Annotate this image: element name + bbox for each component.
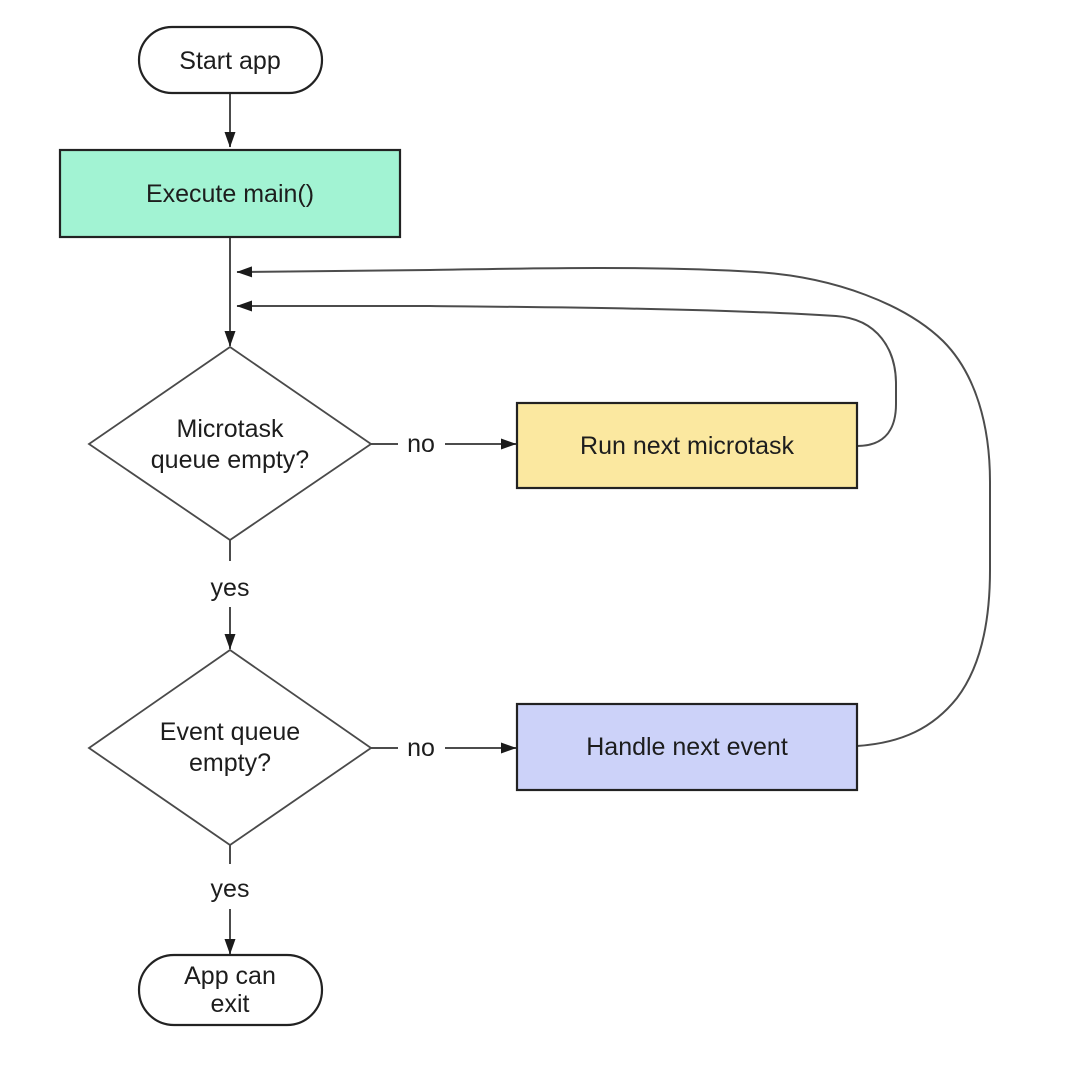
event-decision-diamond-shape [87,648,373,847]
execute-main-process-shape [58,148,402,239]
run-microtask-process-shape [515,401,859,490]
event-decision-label-line1: Event queue [160,718,300,746]
handle-event-label: Handle next event [586,733,788,761]
execute-main-label: Execute main() [146,180,314,208]
edge-event-loop-back [236,266,991,747]
node-start: Start app [137,25,324,95]
node-run-microtask: Run next microtask [515,401,859,490]
edge-label-yes-event: yes [211,875,250,903]
microtask-decision-diamond-shape [87,345,373,542]
edge-label-layer: no yes no yes [211,430,435,903]
edge-label-no-event: no [407,734,435,762]
node-app-exit: App can exit [137,953,324,1027]
app-exit-label-line1: App can [184,962,276,990]
edge-microtask-loop-back [236,300,897,447]
start-terminator-shape [137,25,324,95]
node-handle-event: Handle next event [515,702,859,792]
run-microtask-label: Run next microtask [580,432,794,460]
event-decision-label-line2: empty? [189,749,271,777]
node-event-decision: Event queue empty? [87,648,373,847]
app-exit-label-line2: exit [211,990,250,1018]
microtask-decision-label-line2: queue empty? [151,446,309,474]
node-execute-main: Execute main() [58,148,402,239]
edge-label-no-microtask: no [407,430,435,458]
edge-label-yes-microtask: yes [211,574,250,602]
app-exit-terminator-shape [137,953,324,1027]
handle-event-process-shape [515,702,859,792]
node-microtask-decision: Microtask queue empty? [87,345,373,542]
microtask-decision-label-line1: Microtask [177,415,284,443]
start-label: Start app [179,47,280,75]
edge-layer [224,93,991,955]
